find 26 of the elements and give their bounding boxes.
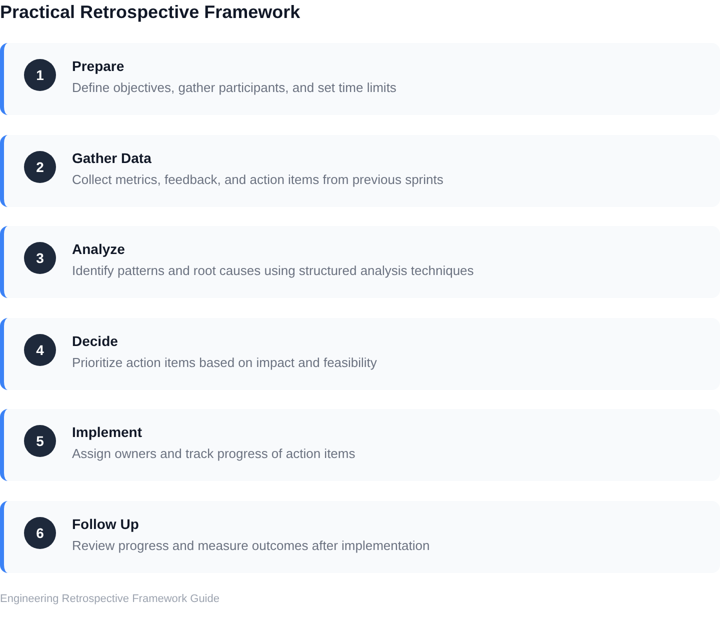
step-title: Decide — [72, 333, 118, 350]
step-card — [0, 501, 720, 573]
step-title: Prepare — [72, 58, 124, 75]
step-description: Define objectives, gather participants, and set time limits — [72, 80, 396, 96]
step-number: 5 — [24, 425, 56, 457]
diagram-title: Practical Retrospective Framework — [0, 1, 300, 23]
step-number: 6 — [24, 517, 56, 549]
step-description: Review progress and measure outcomes after implementation — [72, 538, 430, 554]
step-title: Analyze — [72, 241, 125, 258]
step-number: 2 — [24, 151, 56, 183]
step-card — [0, 318, 720, 390]
step-number: 1 — [24, 59, 56, 91]
step-title: Implement — [72, 424, 142, 441]
step-description: Prioritize action items based on impact and feasibility — [72, 355, 377, 371]
step-card — [0, 226, 720, 298]
step-description: Collect metrics, feedback, and action items from previous sprints — [72, 172, 444, 188]
step-card — [0, 43, 720, 115]
step-description: Assign owners and track progress of action items — [72, 446, 356, 462]
step-number: 4 — [24, 334, 56, 366]
caption: Engineering Retrospective Framework Guide — [0, 592, 220, 606]
step-number: 3 — [24, 242, 56, 274]
step-description: Identify patterns and root causes using structured analysis techniques — [72, 263, 474, 279]
step-title: Gather Data — [72, 150, 152, 167]
step-title: Follow Up — [72, 516, 139, 533]
step-card — [0, 135, 720, 207]
step-card — [0, 409, 720, 481]
